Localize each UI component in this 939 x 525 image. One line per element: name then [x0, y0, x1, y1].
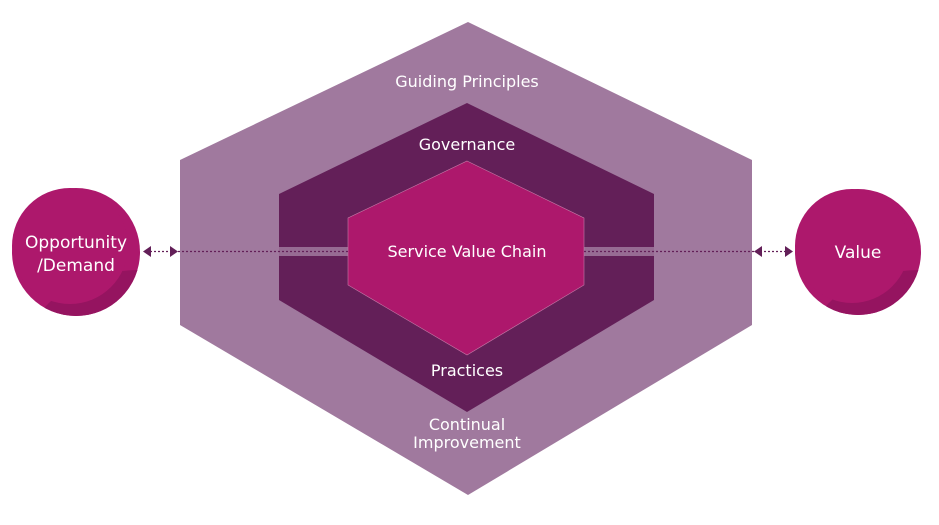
connector-band-right	[584, 247, 654, 256]
opportunity-demand-node: Opportunity /Demand	[12, 188, 140, 316]
arrow-right-icon	[785, 246, 793, 257]
value-node: Value	[795, 189, 921, 315]
guiding-principles-label: Guiding Principles	[395, 72, 539, 91]
arrow-right-icon	[170, 246, 178, 257]
service-value-chain-label: Service Value Chain	[388, 242, 547, 261]
improvement-label: Improvement	[413, 433, 521, 452]
service-value-chain-hexagon	[347, 160, 585, 356]
value-label: Value	[835, 243, 882, 263]
practices-label: Practices	[431, 361, 503, 380]
demand-label: /Demand	[37, 256, 115, 276]
opportunity-label: Opportunity	[25, 233, 127, 253]
continual-label: Continual	[429, 415, 505, 434]
arrow-left-icon	[754, 246, 762, 257]
governance-label: Governance	[419, 135, 516, 154]
arrow-left-icon	[143, 246, 151, 257]
